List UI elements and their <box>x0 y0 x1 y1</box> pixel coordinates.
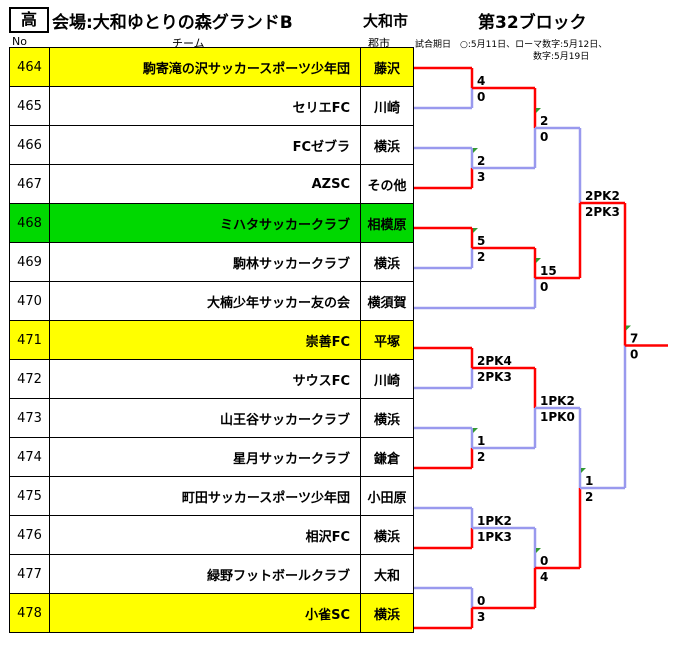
match-score: 1 <box>585 474 593 488</box>
schedule-note-2: 数字:5月19日 <box>533 52 590 62</box>
grade-badge: 高 <box>9 7 49 33</box>
date-marker-icon <box>536 258 541 263</box>
schedule-note: 試合期日 ○:5月11日、ローマ数字:5月12日、 <box>415 40 608 50</box>
team-number: 468 <box>9 203 50 243</box>
date-marker-icon <box>473 228 478 233</box>
team-city: 横浜 <box>360 593 414 633</box>
match-score: 3 <box>477 170 485 184</box>
match-score: 5 <box>477 234 485 248</box>
team-name: 山王谷サッカークラブ <box>49 398 361 438</box>
team-name: 崇善FC <box>49 320 361 360</box>
match-score: 0 <box>630 348 638 362</box>
team-city: 鎌倉 <box>360 437 414 477</box>
team-name: 相沢FC <box>49 515 361 555</box>
date-marker-icon <box>473 148 478 153</box>
date-marker-icon <box>536 108 541 113</box>
match-score: 2 <box>477 450 485 464</box>
match-score: 0 <box>477 594 485 608</box>
team-name: FCゼブラ <box>49 125 361 165</box>
match-score: 1PK2 <box>540 394 575 408</box>
team-name: 町田サッカースポーツ少年団 <box>49 476 361 516</box>
match-score: 1PK0 <box>540 410 575 424</box>
team-name: 星月サッカークラブ <box>49 437 361 477</box>
team-city: 平塚 <box>360 320 414 360</box>
team-number: 476 <box>9 515 50 555</box>
match-score: 7 <box>630 332 638 346</box>
team-city: 相模原 <box>360 203 414 243</box>
date-marker-icon <box>473 428 478 433</box>
match-score: 1PK2 <box>477 514 512 528</box>
team-city: その他 <box>360 164 414 204</box>
team-number: 473 <box>9 398 50 438</box>
team-name: 大楠少年サッカー友の会 <box>49 281 361 321</box>
team-number: 474 <box>9 437 50 477</box>
team-name: 小雀SC <box>49 593 361 633</box>
team-number: 466 <box>9 125 50 165</box>
match-score: 2PK2 <box>585 189 620 203</box>
team-number: 465 <box>9 86 50 126</box>
match-score: 2 <box>540 114 548 128</box>
match-score: 2 <box>477 250 485 264</box>
team-number: 477 <box>9 554 50 594</box>
team-city: 小田原 <box>360 476 414 516</box>
team-number: 475 <box>9 476 50 516</box>
team-name: ミハタサッカークラブ <box>49 203 361 243</box>
team-city: 横浜 <box>360 125 414 165</box>
date-marker-icon <box>536 548 541 553</box>
team-city: 横浜 <box>360 515 414 555</box>
match-score: 2 <box>585 490 593 504</box>
team-number: 467 <box>9 164 50 204</box>
match-score: 0 <box>477 90 485 104</box>
match-score: 15 <box>540 264 557 278</box>
match-score: 2 <box>477 154 485 168</box>
match-score: 4 <box>540 570 548 584</box>
column-header-no: No <box>12 35 27 48</box>
venue-title: 会場:大和ゆとりの森グランドB <box>52 13 293 33</box>
column-header-team: チーム <box>172 37 205 50</box>
date-marker-icon <box>626 325 631 331</box>
match-score: 4 <box>477 74 485 88</box>
team-name: 駒寄滝の沢サッカースポーツ少年団 <box>49 47 361 87</box>
match-score: 1PK3 <box>477 530 512 544</box>
match-score: 0 <box>540 280 548 294</box>
match-score: 2PK4 <box>477 354 512 368</box>
match-score: 0 <box>540 130 548 144</box>
team-city: 川崎 <box>360 86 414 126</box>
team-city: 藤沢 <box>360 47 414 87</box>
match-score: 0 <box>540 554 548 568</box>
match-score: 2PK3 <box>585 205 620 219</box>
column-header-city: 郡市 <box>368 37 390 50</box>
date-marker-icon <box>581 468 586 473</box>
block-title: 第32ブロック <box>478 13 587 33</box>
match-score: 2PK3 <box>477 370 512 384</box>
match-score: 1 <box>477 434 485 448</box>
city-title: 大和市 <box>363 12 409 30</box>
team-name: 駒林サッカークラブ <box>49 242 361 282</box>
match-score: 3 <box>477 610 485 624</box>
